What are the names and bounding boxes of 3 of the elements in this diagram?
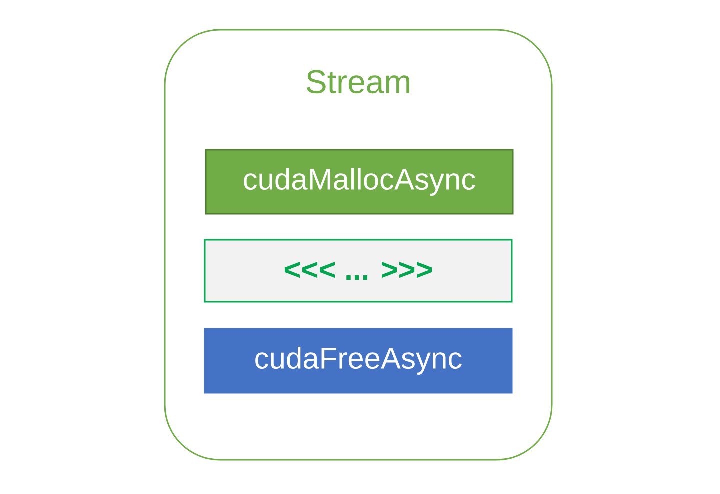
call-box: cudaMallocAsync bbox=[205, 149, 514, 215]
call-box: cudaFreeAsync bbox=[204, 328, 513, 394]
launch-box: <<< ... >>> bbox=[204, 239, 513, 303]
